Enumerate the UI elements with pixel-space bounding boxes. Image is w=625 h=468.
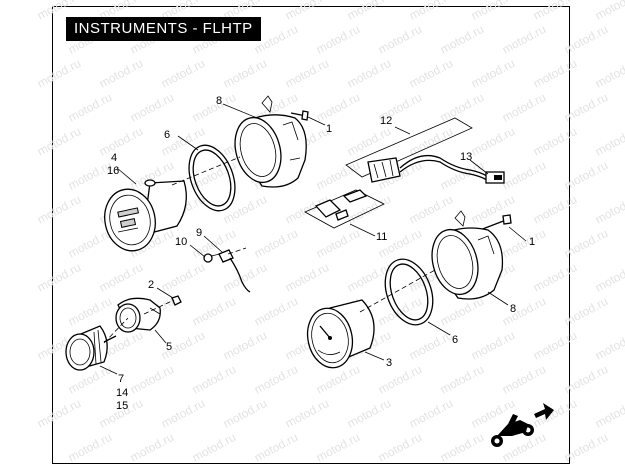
callout-13: 13 — [460, 151, 472, 163]
tachometer-trim-ring — [384, 258, 434, 326]
callout-6-lower: 6 — [452, 334, 458, 346]
assembly-lines — [103, 156, 436, 344]
callout-1-upper: 1 — [326, 123, 332, 135]
callout-7: 7 — [118, 373, 124, 385]
speedometer-gauge — [104, 179, 187, 252]
callout-4: 4 — [111, 152, 117, 164]
callout-8-upper: 8 — [216, 95, 222, 107]
connector-clip — [304, 189, 385, 229]
tachometer-housing — [431, 210, 504, 300]
callout-1-right: 1 — [529, 236, 535, 248]
diagram-title: INSTRUMENTS - FLHTP — [66, 17, 261, 41]
arrow-icon — [534, 403, 554, 420]
callout-11: 11 — [376, 231, 387, 243]
callout-12: 12 — [380, 115, 392, 127]
leader-lines — [99, 103, 527, 375]
callout-10: 10 — [175, 236, 187, 248]
speedometer-housing — [234, 95, 307, 188]
callout-6-upper: 6 — [164, 129, 170, 141]
callout-labels: 8 1 6 4 16 12 13 11 1 9 10 2 5 8 6 3 7 1… — [107, 95, 535, 412]
nut — [171, 295, 182, 306]
callout-14: 14 — [116, 387, 128, 399]
callout-15: 15 — [116, 400, 128, 412]
wiring-harness — [345, 117, 505, 184]
small-gauge — [65, 325, 117, 371]
callout-9: 9 — [196, 227, 202, 239]
callout-5: 5 — [166, 341, 172, 353]
callout-8-lower: 8 — [510, 303, 516, 315]
callout-3: 3 — [386, 357, 392, 369]
tachometer-gauge — [306, 299, 375, 369]
gauge-bracket — [115, 297, 161, 333]
screw-right — [479, 214, 512, 231]
motorcycle-logo-icon — [491, 414, 534, 447]
speedometer-trim-ring — [188, 144, 236, 212]
indicator-lamp — [203, 249, 251, 293]
screw-upper — [290, 110, 309, 121]
callout-16: 16 — [107, 165, 119, 177]
callout-2: 2 — [148, 279, 154, 291]
